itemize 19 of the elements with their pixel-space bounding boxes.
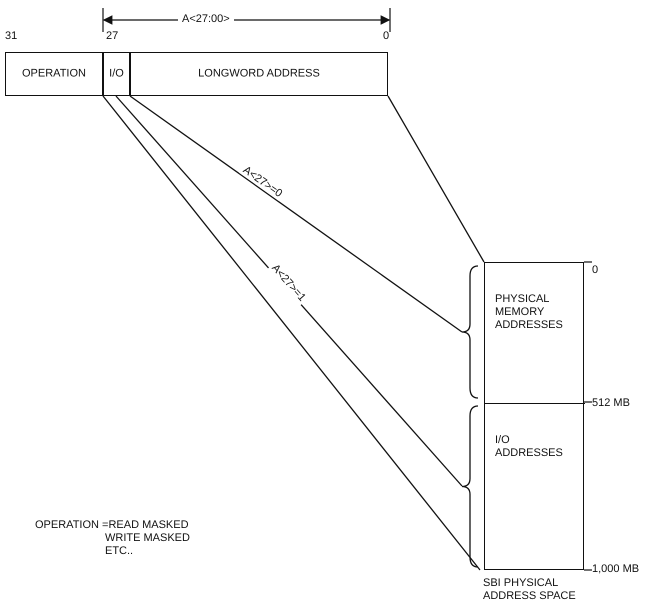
- field-box: [103, 52, 130, 96]
- field-label: OPERATION: [21, 68, 87, 80]
- field-box: [5, 52, 103, 96]
- field-box: [130, 52, 388, 96]
- connector-line: [130, 95, 462, 333]
- column-caption: SBI PHYSICAL ADDRESS SPACE: [483, 577, 577, 603]
- bit-number: 0: [383, 30, 390, 43]
- address-mark: 0: [592, 264, 598, 277]
- address-mark: 1,000 MB: [592, 563, 640, 576]
- connector-line: [387, 96, 485, 262]
- field-label: I/O ADDRESSES: [495, 434, 564, 460]
- field-label: LONGWORD ADDRESS: [197, 68, 321, 80]
- bit-number: 31: [5, 30, 18, 43]
- bit-number: 27: [106, 30, 118, 43]
- connector-line: [115, 96, 462, 486]
- connector-line: [102, 96, 480, 570]
- address-mark: 512 MB: [592, 397, 630, 410]
- note-text: OPERATION =READ MASKED WRITE MASKED ETC..: [35, 519, 191, 558]
- field-label: I/O: [108, 68, 125, 80]
